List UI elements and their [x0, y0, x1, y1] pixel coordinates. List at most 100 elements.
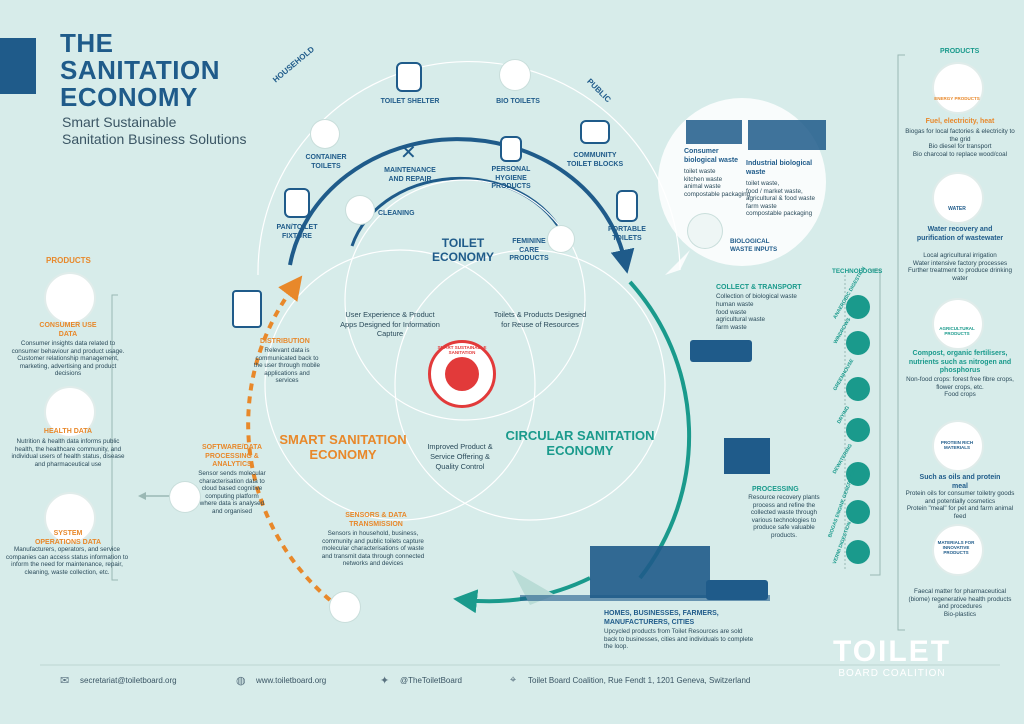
wrench-icon: ✕	[400, 142, 417, 164]
energy-item: Biogas for local factories & electricity…	[905, 128, 1015, 143]
consumer-data-title: CONSUMER USE DATA	[39, 322, 97, 338]
community-label: COMMUNITY TOILET BLOCKS	[566, 152, 624, 168]
system-data-icon	[44, 492, 96, 544]
collect-item: food waste	[716, 308, 747, 316]
portable-toilet-icon	[616, 190, 638, 222]
agricultural-items: Non-food crops: forest free fibre crops,…	[904, 376, 1016, 399]
technologies-heading: TECHNOLOGIES	[832, 268, 883, 275]
energy-products-label: ENERGY PRODUCTS	[934, 96, 980, 101]
logo-line-1: TOILET	[832, 635, 952, 668]
circular-economy-title: CIRCULAR SANITATION ECONOMY	[490, 428, 670, 458]
protein-label: PROTEIN RICH MATERIALS	[940, 440, 974, 450]
location-pin-icon: ⌖	[510, 674, 517, 686]
industrial-waste-item: farm waste	[746, 202, 777, 210]
innovative-item: Bio-plastics	[943, 610, 977, 618]
city-buildings-icon	[590, 546, 710, 598]
hygiene-label: PERSONAL HYGIENE PRODUCTS	[491, 166, 531, 190]
water-item: Water intensive factory processes	[912, 259, 1008, 267]
accent-bar	[0, 38, 36, 94]
venn-right	[394, 249, 666, 521]
software-text: Sensor sends molecular characterisation …	[198, 470, 266, 515]
dewatering-icon	[846, 462, 870, 486]
page-title: THE SANITATION ECONOMY	[60, 30, 220, 111]
toilet-economy-title-2: ECONOMY	[431, 250, 494, 264]
cloud-icon	[170, 482, 200, 512]
feminine-label: FEMININE CARE PRODUCTS	[509, 238, 549, 262]
health-data-title: HEALTH DATA	[43, 428, 93, 435]
sanitation-badge: SMART SUSTAINABLE SANITATION	[428, 340, 496, 408]
industrial-waste-item: agricultural & food waste	[746, 195, 815, 203]
water-item: Local agricultural irrigation	[923, 252, 997, 259]
hygiene-products-icon	[500, 136, 522, 162]
toilet-board-logo: TOILET BOARD COALITION	[812, 635, 972, 680]
container-toilet-icon	[311, 120, 339, 148]
factory-icon	[724, 438, 770, 474]
greenhouse-icon	[846, 377, 870, 401]
water-label: WATER	[948, 206, 966, 212]
toilet-seal-icon	[445, 357, 479, 391]
energy-item: Bio diesel for transport	[928, 143, 992, 151]
industrial-waste-items: toilet waste, food / market waste, agric…	[746, 180, 815, 218]
consumer-waste-items: toilet waste kitchen waste animal waste …	[684, 168, 750, 198]
industrial-waste-title: Industrial biological waste	[746, 160, 813, 176]
collect-item: agricultural waste	[716, 316, 765, 324]
innovative-item: Faecal matter for pharmaceutical (biome)…	[908, 588, 1012, 611]
consumer-data-icon	[44, 272, 96, 324]
outer-top-arc	[257, 60, 681, 276]
toilet-shelter-icon	[396, 62, 422, 92]
delivery-truck-icon	[706, 580, 768, 600]
pan-label: PAN/TOILET FIXTURE	[276, 224, 318, 240]
circular-economy-arc	[628, 280, 692, 580]
ux-text: User Experience & Product Apps Designed …	[340, 310, 440, 339]
anaerobic-digestion-icon	[846, 295, 870, 319]
consumer-waste-icon	[686, 120, 742, 144]
smart-title-1: SMART SANITATION	[279, 432, 407, 447]
biological-waste-icon	[688, 214, 722, 248]
logo-line-2: BOARD COALITION	[838, 668, 946, 679]
email-icon: ✉	[60, 675, 70, 687]
protein-items: Protein oils for consumer toiletry goods…	[904, 490, 1016, 520]
homes-text: Upcycled products from Toilet Resources …	[604, 628, 754, 651]
energy-item: Bio charcoal to replace wood/coal	[912, 150, 1008, 158]
water-icon	[932, 172, 984, 224]
subtitle-line-2: Sanitation Business Solutions	[62, 131, 247, 147]
agricultural-item: Food crops	[944, 391, 976, 399]
twitter-icon: ✦	[380, 675, 390, 687]
circular-title-1: CIRCULAR SANITATION	[505, 428, 655, 443]
feminine-care-icon	[548, 226, 574, 252]
processing-title: PROCESSING	[752, 486, 799, 493]
agricultural-title: Compost, organic fertilisers, nutrients …	[908, 350, 1012, 374]
smart-economy-title: SMART SANITATION ECONOMY	[258, 432, 428, 462]
agricultural-item: Non-food crops: forest free fibre crops,…	[906, 376, 1014, 391]
container-toilets-label: CONTAINER TOILETS	[305, 154, 347, 170]
twitter-link[interactable]: @TheToiletBoard	[400, 676, 462, 685]
protein-title: Such as oils and protein meal	[919, 474, 1001, 490]
left-products-heading: PRODUCTS	[46, 256, 91, 265]
community-blocks-icon	[580, 120, 610, 144]
title-line-3: ECONOMY	[60, 82, 198, 112]
toilet-economy-arc	[288, 137, 635, 274]
vermi-digestion-icon	[846, 540, 870, 564]
improved-text: Improved Product & Service Offering & Qu…	[427, 442, 493, 471]
smart-title-2: ECONOMY	[309, 447, 377, 462]
health-data-icon	[44, 386, 96, 438]
address-text: Toilet Board Coalition, Rue Fendt 1, 120…	[528, 676, 751, 685]
distribution-text: Relevant data is communicated back to th…	[253, 347, 321, 385]
venn-top	[344, 179, 586, 421]
protein-icon	[932, 420, 984, 472]
venn-left	[264, 249, 536, 521]
email-link[interactable]: secretariat@toiletboard.org	[80, 676, 177, 685]
system-data-title: SYSTEM OPERATIONS DATA	[34, 530, 102, 546]
collect-item: farm waste	[716, 323, 747, 331]
consumer-waste-item: compostable packaging	[684, 190, 751, 198]
innovative-items: Faecal matter for pharmaceutical (biome)…	[904, 588, 1016, 618]
energy-items: Biogas for local factories & electricity…	[904, 128, 1016, 158]
industrial-waste-item: toilet waste,	[746, 180, 780, 187]
website-link[interactable]: www.toiletboard.org	[256, 676, 327, 685]
sensors-text: Sensors in household, business, communit…	[321, 530, 425, 568]
agricultural-label: AGRICULTURAL PRODUCTS	[939, 326, 975, 336]
toilet-economy-title: TOILET ECONOMY	[418, 236, 508, 264]
energy-products-icon	[932, 62, 984, 114]
agricultural-icon	[932, 298, 984, 350]
